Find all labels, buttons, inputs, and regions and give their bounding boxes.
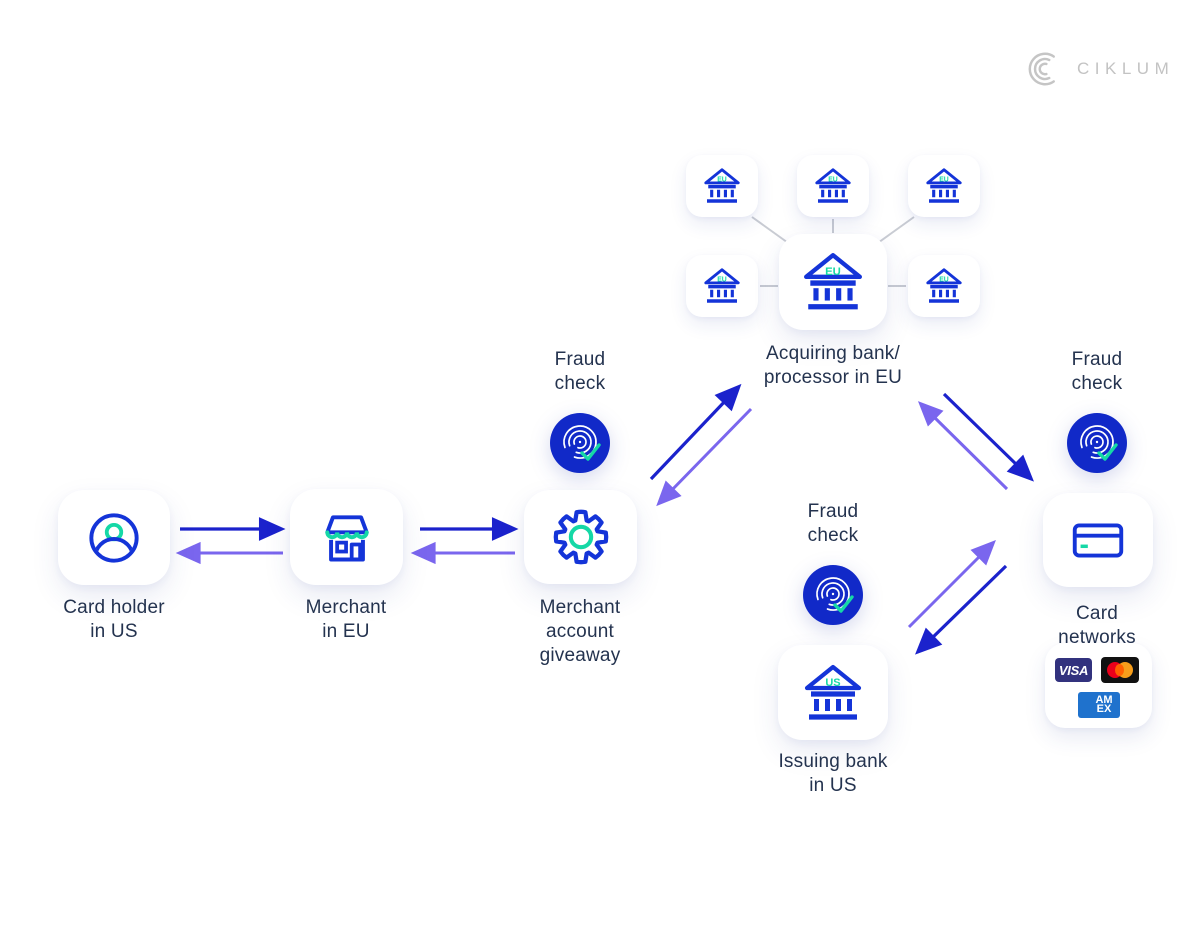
person-icon xyxy=(89,512,139,563)
bank-node-small-1: EU xyxy=(686,155,758,217)
arrow-networks-to-issuing xyxy=(915,564,1008,655)
card-networks-label: Card networks xyxy=(1058,603,1136,648)
arrow-acquiring-to-gateway xyxy=(656,407,753,507)
merchant-label: Merchant in EU xyxy=(305,597,387,642)
bank-eu-icon: EU xyxy=(926,168,962,203)
brand-logo: CIKLUM xyxy=(1026,50,1174,88)
bank-eu-icon: EU xyxy=(926,268,962,303)
arrow-issuing-to-networks xyxy=(907,540,996,629)
bank-badge: EU xyxy=(828,177,838,184)
bank-node-small-4: EU xyxy=(686,255,758,317)
acquiring-bank-label: Acquiring bank/ processor in EU xyxy=(763,343,903,388)
merchant-node xyxy=(290,489,403,585)
bank-eu-icon: EU xyxy=(804,253,862,310)
mastercard-logo xyxy=(1101,657,1139,683)
payment-logos-card: VISA AM EX xyxy=(1045,643,1152,728)
visa-logo: VISA xyxy=(1055,658,1092,682)
fingerprint-check-icon xyxy=(1067,413,1127,473)
bank-badge: EU xyxy=(939,177,949,184)
card-networks-node xyxy=(1043,493,1153,587)
gear-icon xyxy=(553,509,608,565)
arrow-gateway-to-acquiring xyxy=(649,383,742,481)
credit-card-icon xyxy=(1072,523,1124,558)
bank-badge: EU xyxy=(717,177,727,184)
mastercard-overlap xyxy=(1115,664,1124,676)
bank-badge: EU xyxy=(939,277,949,284)
issuing-bank-node: US xyxy=(778,645,888,740)
store-icon xyxy=(324,515,369,562)
bank-eu-icon: EU xyxy=(815,168,851,203)
acquiring-bank-node: EU xyxy=(779,234,887,330)
issuing-bank-label: Issuing bank in US xyxy=(778,751,888,796)
bank-us-icon: US xyxy=(804,664,862,720)
fraud-check-label-middle: Fraud check xyxy=(807,501,859,546)
card-holder-node xyxy=(58,490,170,585)
merchant-account-node xyxy=(524,490,637,584)
amex-logo: AM EX xyxy=(1078,692,1120,718)
bank-node-small-3: EU xyxy=(908,155,980,217)
ciklum-mark-icon xyxy=(1028,52,1055,86)
fingerprint-check-icon xyxy=(803,565,863,625)
bank-eu-icon: EU xyxy=(704,268,740,303)
arrow-networks-to-acquiring xyxy=(917,401,1009,491)
bank-eu-icon: EU xyxy=(704,168,740,203)
bank-node-small-5: EU xyxy=(908,255,980,317)
brand-name: CIKLUM xyxy=(1077,59,1175,78)
arrow-acquiring-to-networks xyxy=(942,392,1034,482)
bank-badge: EU xyxy=(825,266,841,278)
fraud-check-label-left: Fraud check xyxy=(554,349,606,394)
bank-badge: US xyxy=(825,677,840,689)
fraud-check-label-right: Fraud check xyxy=(1071,349,1123,394)
fingerprint-check-icon xyxy=(550,413,610,473)
bank-node-small-2: EU xyxy=(797,155,869,217)
card-holder-label: Card holder in US xyxy=(63,597,165,642)
merchant-account-label: Merchant account giveaway xyxy=(539,597,621,666)
bank-badge: EU xyxy=(717,277,727,284)
